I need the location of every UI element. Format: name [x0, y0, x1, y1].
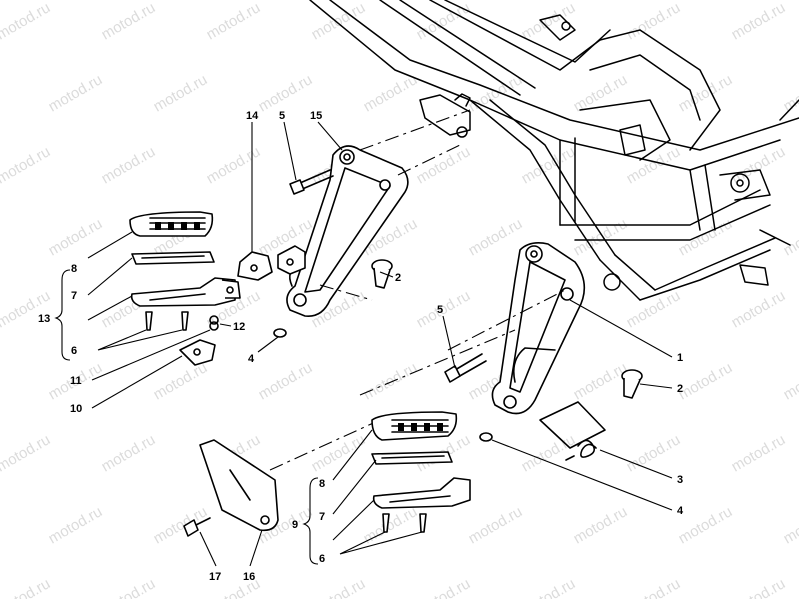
watermark-text: motod.ru	[0, 143, 53, 187]
callout-8-right: 8	[319, 478, 325, 490]
callout-14: 14	[246, 110, 259, 122]
watermark-text: motod.ru	[519, 0, 579, 43]
watermark-text: motod.ru	[309, 575, 369, 599]
watermark-text: motod.ru	[624, 575, 684, 599]
watermark-text: motod.ru	[414, 287, 474, 331]
watermark-text: motod.ru	[729, 431, 789, 475]
callout-15: 15	[310, 110, 322, 122]
watermark-text: motod.ru	[151, 503, 211, 547]
watermark-text: motod.ru	[571, 503, 631, 547]
watermark-text: motod.ru	[99, 143, 159, 187]
callout-9: 9	[292, 519, 298, 531]
watermark-text: motod.ru	[99, 0, 159, 43]
watermark-text: motod.ru	[361, 359, 421, 403]
watermark-text: motod.ru	[781, 215, 799, 259]
callout-7-left: 7	[71, 290, 77, 302]
watermark-text: motod.ru	[0, 431, 53, 475]
callout-8-left: 8	[71, 263, 77, 275]
callout-10: 10	[70, 403, 82, 415]
watermark-text: motod.ru	[676, 503, 736, 547]
watermark-text: motod.ru	[46, 503, 106, 547]
callout-5-left: 5	[279, 110, 285, 122]
leader-lines	[54, 121, 673, 567]
watermark-text: motod.ru	[466, 503, 526, 547]
watermark-text: motod.ru	[46, 71, 106, 115]
watermark-text: motod.ru	[99, 575, 159, 599]
bolt-left	[289, 169, 334, 195]
callout-6-right: 6	[319, 553, 325, 565]
screw-right-b	[419, 513, 427, 533]
pivot-pin-right	[621, 369, 643, 399]
watermark-text: motod.ru	[414, 575, 474, 599]
left-footpeg-assembly	[129, 211, 241, 307]
right-footpeg-bracket	[491, 242, 586, 415]
screw-left-a	[145, 311, 153, 331]
watermark-text: motod.ru	[571, 359, 631, 403]
watermark-text: motod.ru	[729, 575, 789, 599]
callout-12: 12	[233, 321, 245, 333]
watermark-text: motod.ru	[256, 71, 316, 115]
callout-labels: 14 5 15 2 12 4 8 7 13 6 11 10 5 1 2 3 4 …	[38, 110, 684, 583]
washer-left	[273, 328, 287, 338]
watermark-text: motod.ru	[676, 215, 736, 259]
callout-2-right: 2	[677, 383, 683, 395]
callout-5-right: 5	[437, 304, 443, 316]
watermark-text: motod.ru	[99, 431, 159, 475]
watermark-text: motod.ru	[571, 71, 631, 115]
watermark-text: motod.ru	[519, 575, 579, 599]
callout-4-right: 4	[677, 505, 684, 517]
watermark-text: motod.ru	[361, 71, 421, 115]
watermark-text: motod.ru	[676, 71, 736, 115]
pivot-pin-left	[371, 259, 393, 289]
return-spring	[539, 401, 606, 461]
screw-right-a	[382, 513, 390, 533]
watermark-text: motod.ru	[571, 215, 631, 259]
callout-3: 3	[677, 474, 683, 486]
watermark-text: motod.ru	[414, 143, 474, 187]
watermark-text: motod.ru	[151, 359, 211, 403]
watermark-text: motod.ru	[151, 71, 211, 115]
callout-7-right: 7	[319, 511, 325, 523]
watermark-text: motod.ru	[624, 431, 684, 475]
watermark-text: motod.ru	[0, 575, 53, 599]
washer-right	[479, 432, 493, 442]
watermark-text: motod.ru	[624, 287, 684, 331]
watermark-text: motod.ru	[781, 359, 799, 403]
watermark-text: motod.ru	[624, 0, 684, 43]
watermark-text: motod.ru	[676, 359, 736, 403]
callout-6-left: 6	[71, 345, 77, 357]
callout-2-left: 2	[395, 272, 401, 284]
bolt-right	[444, 353, 487, 383]
callout-13: 13	[38, 313, 50, 325]
watermark-text: motod.ru	[256, 359, 316, 403]
watermark-text: motod.ru	[729, 0, 789, 43]
detent-plate	[179, 339, 216, 366]
watermark-text: motod.ru	[309, 431, 369, 475]
watermark-text: motod.ru	[729, 287, 789, 331]
callout-16: 16	[243, 571, 255, 583]
heel-guard	[199, 439, 279, 532]
watermark-text: motod.ru	[0, 0, 53, 43]
detent-spring	[209, 315, 219, 331]
callout-4-left: 4	[248, 353, 255, 365]
watermark-text: motod.ru	[781, 503, 799, 547]
screw-left-b	[181, 311, 189, 331]
motorcycle-frame	[309, 0, 799, 301]
callout-17: 17	[209, 571, 221, 583]
callout-11: 11	[70, 375, 82, 387]
watermark-text: motod.ru	[204, 143, 264, 187]
callout-1: 1	[677, 352, 683, 364]
watermark-text: motod.ru	[204, 0, 264, 43]
right-footpeg-assembly	[371, 411, 471, 509]
watermark-text: motod.ru	[466, 215, 526, 259]
watermark-text: motod.ru	[624, 143, 684, 187]
heel-guard-bolt	[183, 517, 211, 537]
